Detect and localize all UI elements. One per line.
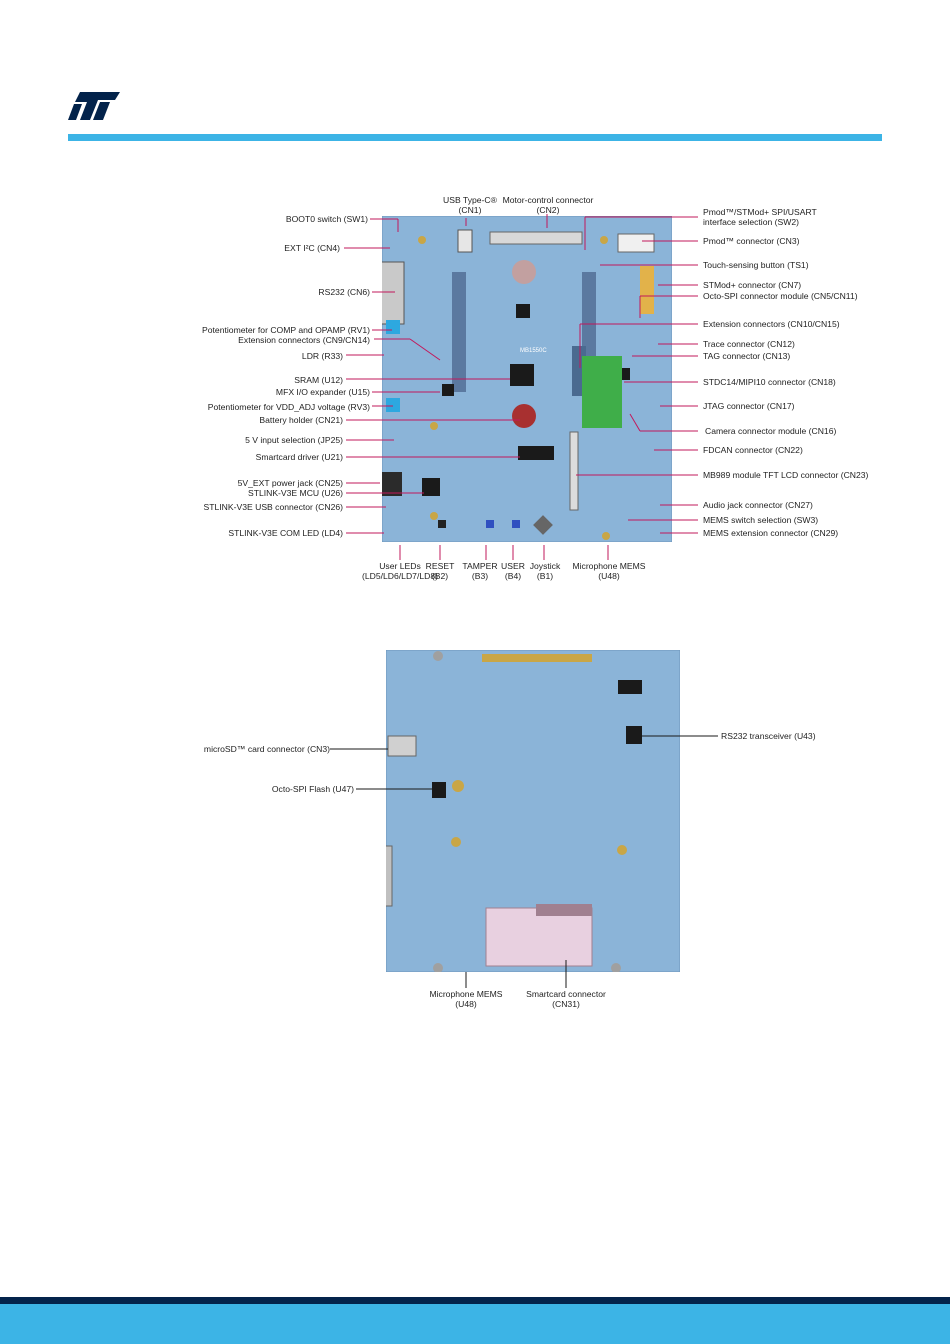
label-smartcard-driver: Smartcard driver (U21) [255, 452, 343, 462]
label-tft: MB989 module TFT LCD connector (CN23) [703, 470, 869, 480]
label-ext-i2c: EXT I²C (CN4) [284, 243, 340, 253]
label-stmod: STMod+ connector (CN7) [703, 280, 802, 290]
back-board-image [386, 650, 680, 972]
label-sram: SRAM (U12) [294, 375, 343, 385]
label-trace: Trace connector (CN12) [703, 339, 795, 349]
label-rv3: Potentiometer for VDD_ADJ voltage (RV3) [207, 402, 370, 412]
back-callout-lines [330, 735, 718, 988]
label-com-led: STLINK-V3E COM LED (LD4) [228, 528, 343, 538]
footer-dark-bar [0, 1297, 950, 1304]
label-cn29: MEMS extension connector (CN29) [703, 528, 839, 538]
label-user-leds: User LEDs(LD5/LD6/LD7/LD8) [362, 561, 438, 581]
label-reset: RESET(B2) [425, 561, 455, 581]
label-motor-control: Motor-control connector(CN2) [502, 195, 594, 215]
label-pmod: Pmod™ connector (CN3) [703, 236, 800, 246]
st-logo-icon [68, 92, 120, 120]
label-usb-c: USB Type-C®(CN1) [443, 195, 497, 215]
label-jp25: 5 V input selection (JP25) [245, 435, 343, 445]
label-sw2-2: interface selection (SW2) [703, 217, 799, 227]
label-microsd: microSD™ card connector (CN3) [203, 744, 330, 754]
label-rs232-transceiver: RS232 transceiver (U43) [721, 731, 816, 741]
label-stlink-mcu: STLINK-V3E MCU (U26) [247, 488, 343, 498]
label-smartcard-connector: Smartcard connector(CN31) [526, 989, 606, 1009]
label-cn9-cn14: Extension connectors (CN9/CN14) [238, 335, 370, 345]
label-rs232: RS232 (CN6) [318, 287, 370, 297]
label-boot0: BOOT0 switch (SW1) [285, 214, 368, 224]
label-camera: Camera connector module (CN16) [705, 426, 837, 436]
label-audio: Audio jack connector (CN27) [703, 500, 813, 510]
label-back-mic-mems: Microphone MEMS(U48) [429, 989, 503, 1009]
label-joystick: Joystick(B1) [529, 561, 561, 581]
front-callout-lines [344, 214, 698, 560]
label-sw2-1: Pmod™/STMod+ SPI/USART [703, 207, 817, 217]
label-cn10-cn15: Extension connectors (CN10/CN15) [703, 319, 840, 329]
label-stdc14: STDC14/MIPI10 connector (CN18) [703, 377, 836, 387]
label-mic-mems: Microphone MEMS(U48) [572, 561, 646, 581]
label-stlink-usb: STLINK-V3E USB connector (CN26) [203, 502, 343, 512]
label-sw3: MEMS switch selection (SW3) [703, 515, 819, 525]
label-battery: Battery holder (CN21) [259, 415, 343, 425]
header-accent-bar [68, 134, 882, 141]
label-tamper: TAMPER(B3) [462, 561, 498, 581]
front-board-image: MB1550C [382, 216, 672, 542]
label-octo-flash: Octo-SPI Flash (U47) [271, 784, 354, 794]
label-octo-module: Octo-SPI connector module (CN5/CN11) [703, 291, 858, 301]
footer-bar [0, 1304, 950, 1344]
label-touch: Touch-sensing button (TS1) [703, 260, 809, 270]
board-part-label: MB1550C [520, 348, 547, 354]
label-user-button: USER(B4) [501, 561, 525, 581]
label-ldr: LDR (R33) [301, 351, 343, 361]
label-rv1: Potentiometer for COMP and OPAMP (RV1) [202, 325, 370, 335]
label-mfx: MFX I/O expander (U15) [275, 387, 370, 397]
label-fdcan: FDCAN connector (CN22) [703, 445, 803, 455]
label-power-jack: 5V_EXT power jack (CN25) [237, 478, 343, 488]
label-jtag: JTAG connector (CN17) [703, 401, 795, 411]
label-tag: TAG connector (CN13) [703, 351, 791, 361]
